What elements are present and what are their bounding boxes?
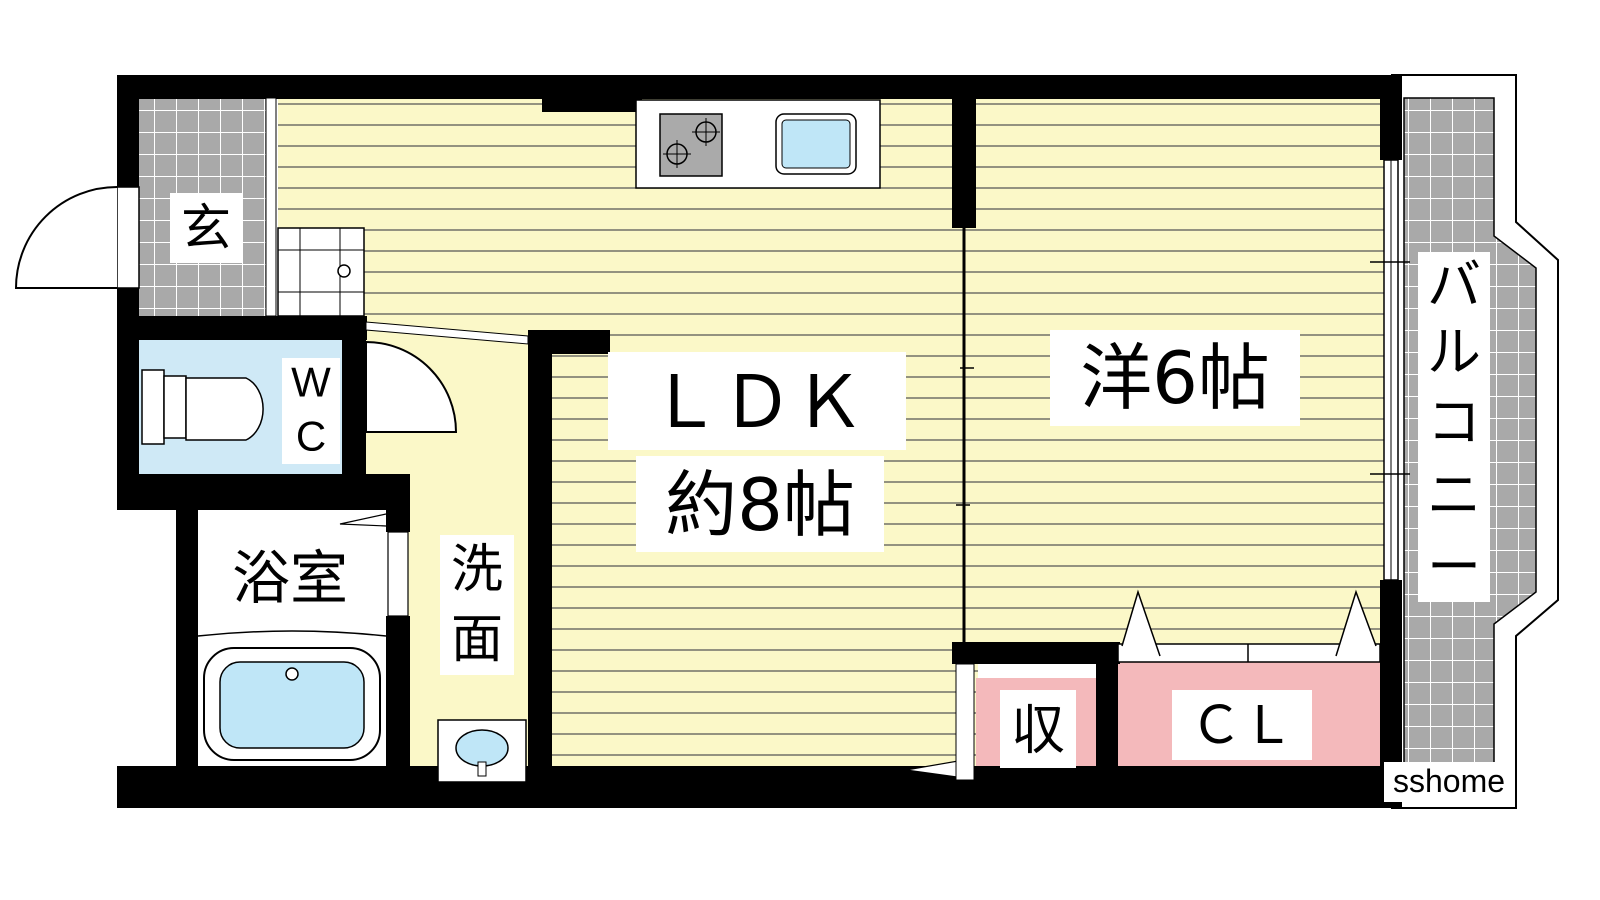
bathtub-icon: [197, 630, 387, 761]
balcony-char: バ: [1427, 254, 1481, 317]
bath-label: 浴室: [232, 544, 348, 612]
balcony-char: ル: [1427, 321, 1481, 384]
closet-label: ＣＬ: [1190, 696, 1294, 756]
balcony-char: ニ: [1427, 464, 1481, 527]
watermark-box: [1384, 762, 1514, 802]
washroom-label-1: 洗: [451, 540, 503, 600]
wc-label-w: W: [291, 359, 331, 406]
wc-door-swing-icon: [365, 340, 458, 433]
balcony-label: バ ル コ ニ ー: [1427, 254, 1481, 599]
balcony-char: コ: [1427, 391, 1481, 454]
watermark: sshome: [1393, 763, 1505, 799]
stove-icon: [659, 113, 723, 177]
washroom-label-2: 面: [451, 610, 503, 670]
wash-basin-icon: [437, 719, 527, 783]
toilet-icon: [141, 369, 264, 445]
washing-machine-pan-icon: [277, 227, 365, 317]
kitchen-counter: [635, 99, 881, 189]
western-room-label: 洋6帖: [1080, 336, 1270, 420]
door-swing-icon: [14, 186, 140, 289]
entrance-label: 玄: [181, 199, 231, 257]
balcony-char: ー: [1427, 536, 1481, 599]
ldk-label: ＬＤＫ: [649, 360, 865, 444]
balcony-window: [1370, 159, 1410, 581]
kitchen-sink-icon: [775, 113, 857, 175]
walls: [117, 75, 1402, 808]
ldk-size-label: 約8帖: [665, 463, 855, 547]
closet-rail: [1117, 643, 1381, 663]
storage-label: 収: [1011, 699, 1065, 762]
wc-label-c: C: [296, 413, 326, 460]
